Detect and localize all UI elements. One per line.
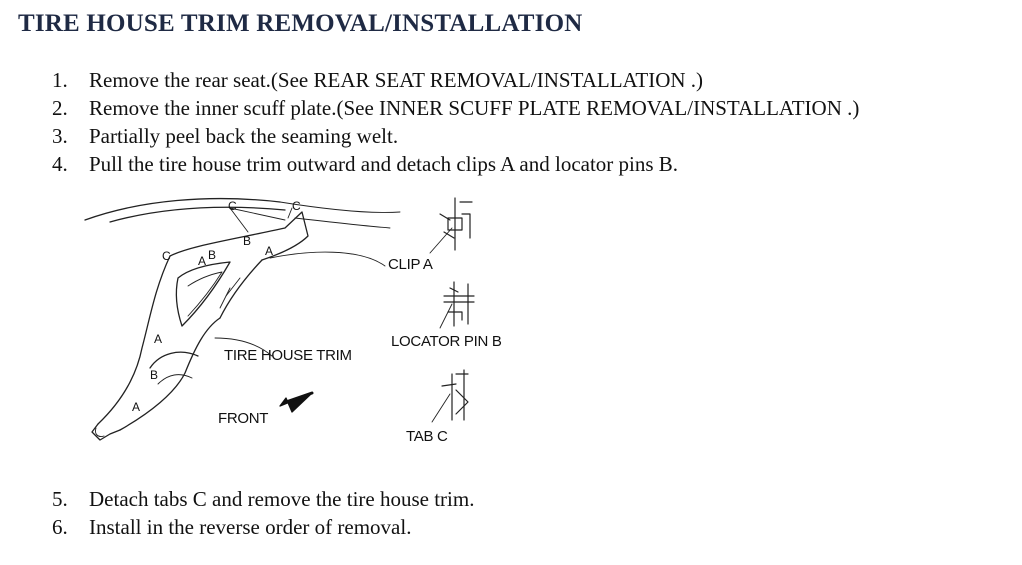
label-front: FRONT [218, 410, 269, 427]
step-number: 2. [52, 96, 68, 120]
label-clip-a: CLIP A [388, 256, 433, 273]
step-text: Remove the inner scuff plate.(See INNER … [89, 96, 860, 120]
step-number: 5. [52, 487, 68, 511]
callout-b: B [243, 234, 252, 248]
step-number: 1. [52, 68, 68, 92]
callout-c: C [292, 199, 301, 213]
label-locator-pin-b: LOCATOR PIN B [391, 333, 502, 350]
callout-c: C [162, 249, 171, 263]
step-text: Detach tabs C and remove the tire house … [89, 487, 475, 511]
step-text: Partially peel back the seaming welt. [89, 124, 399, 148]
step-text: Remove the rear seat.(See REAR SEAT REMO… [89, 68, 704, 92]
callout-a: A [265, 244, 274, 258]
tire-house-trim-diagram: C C C A B B A A B A CLIP A LOCATOR PIN B… [80, 188, 540, 450]
label-tab-c: TAB C [406, 428, 448, 445]
diagram-drawing [84, 197, 475, 441]
page-title: TIRE HOUSE TRIM REMOVAL/INSTALLATION [18, 10, 583, 37]
step-number: 6. [52, 515, 68, 539]
callout-a: A [154, 332, 163, 346]
callout-c: C [228, 199, 237, 213]
step-text: Pull the tire house trim outward and det… [89, 152, 679, 176]
callout-a: A [132, 400, 141, 414]
step-number: 4. [52, 152, 68, 176]
callout-a: A [198, 254, 207, 268]
step-text: Install in the reverse order of removal. [89, 515, 412, 539]
label-tire-house-trim: TIRE HOUSE TRIM [224, 347, 352, 364]
step-number: 3. [52, 124, 68, 148]
callout-b: B [208, 248, 217, 262]
callout-b: B [150, 368, 159, 382]
